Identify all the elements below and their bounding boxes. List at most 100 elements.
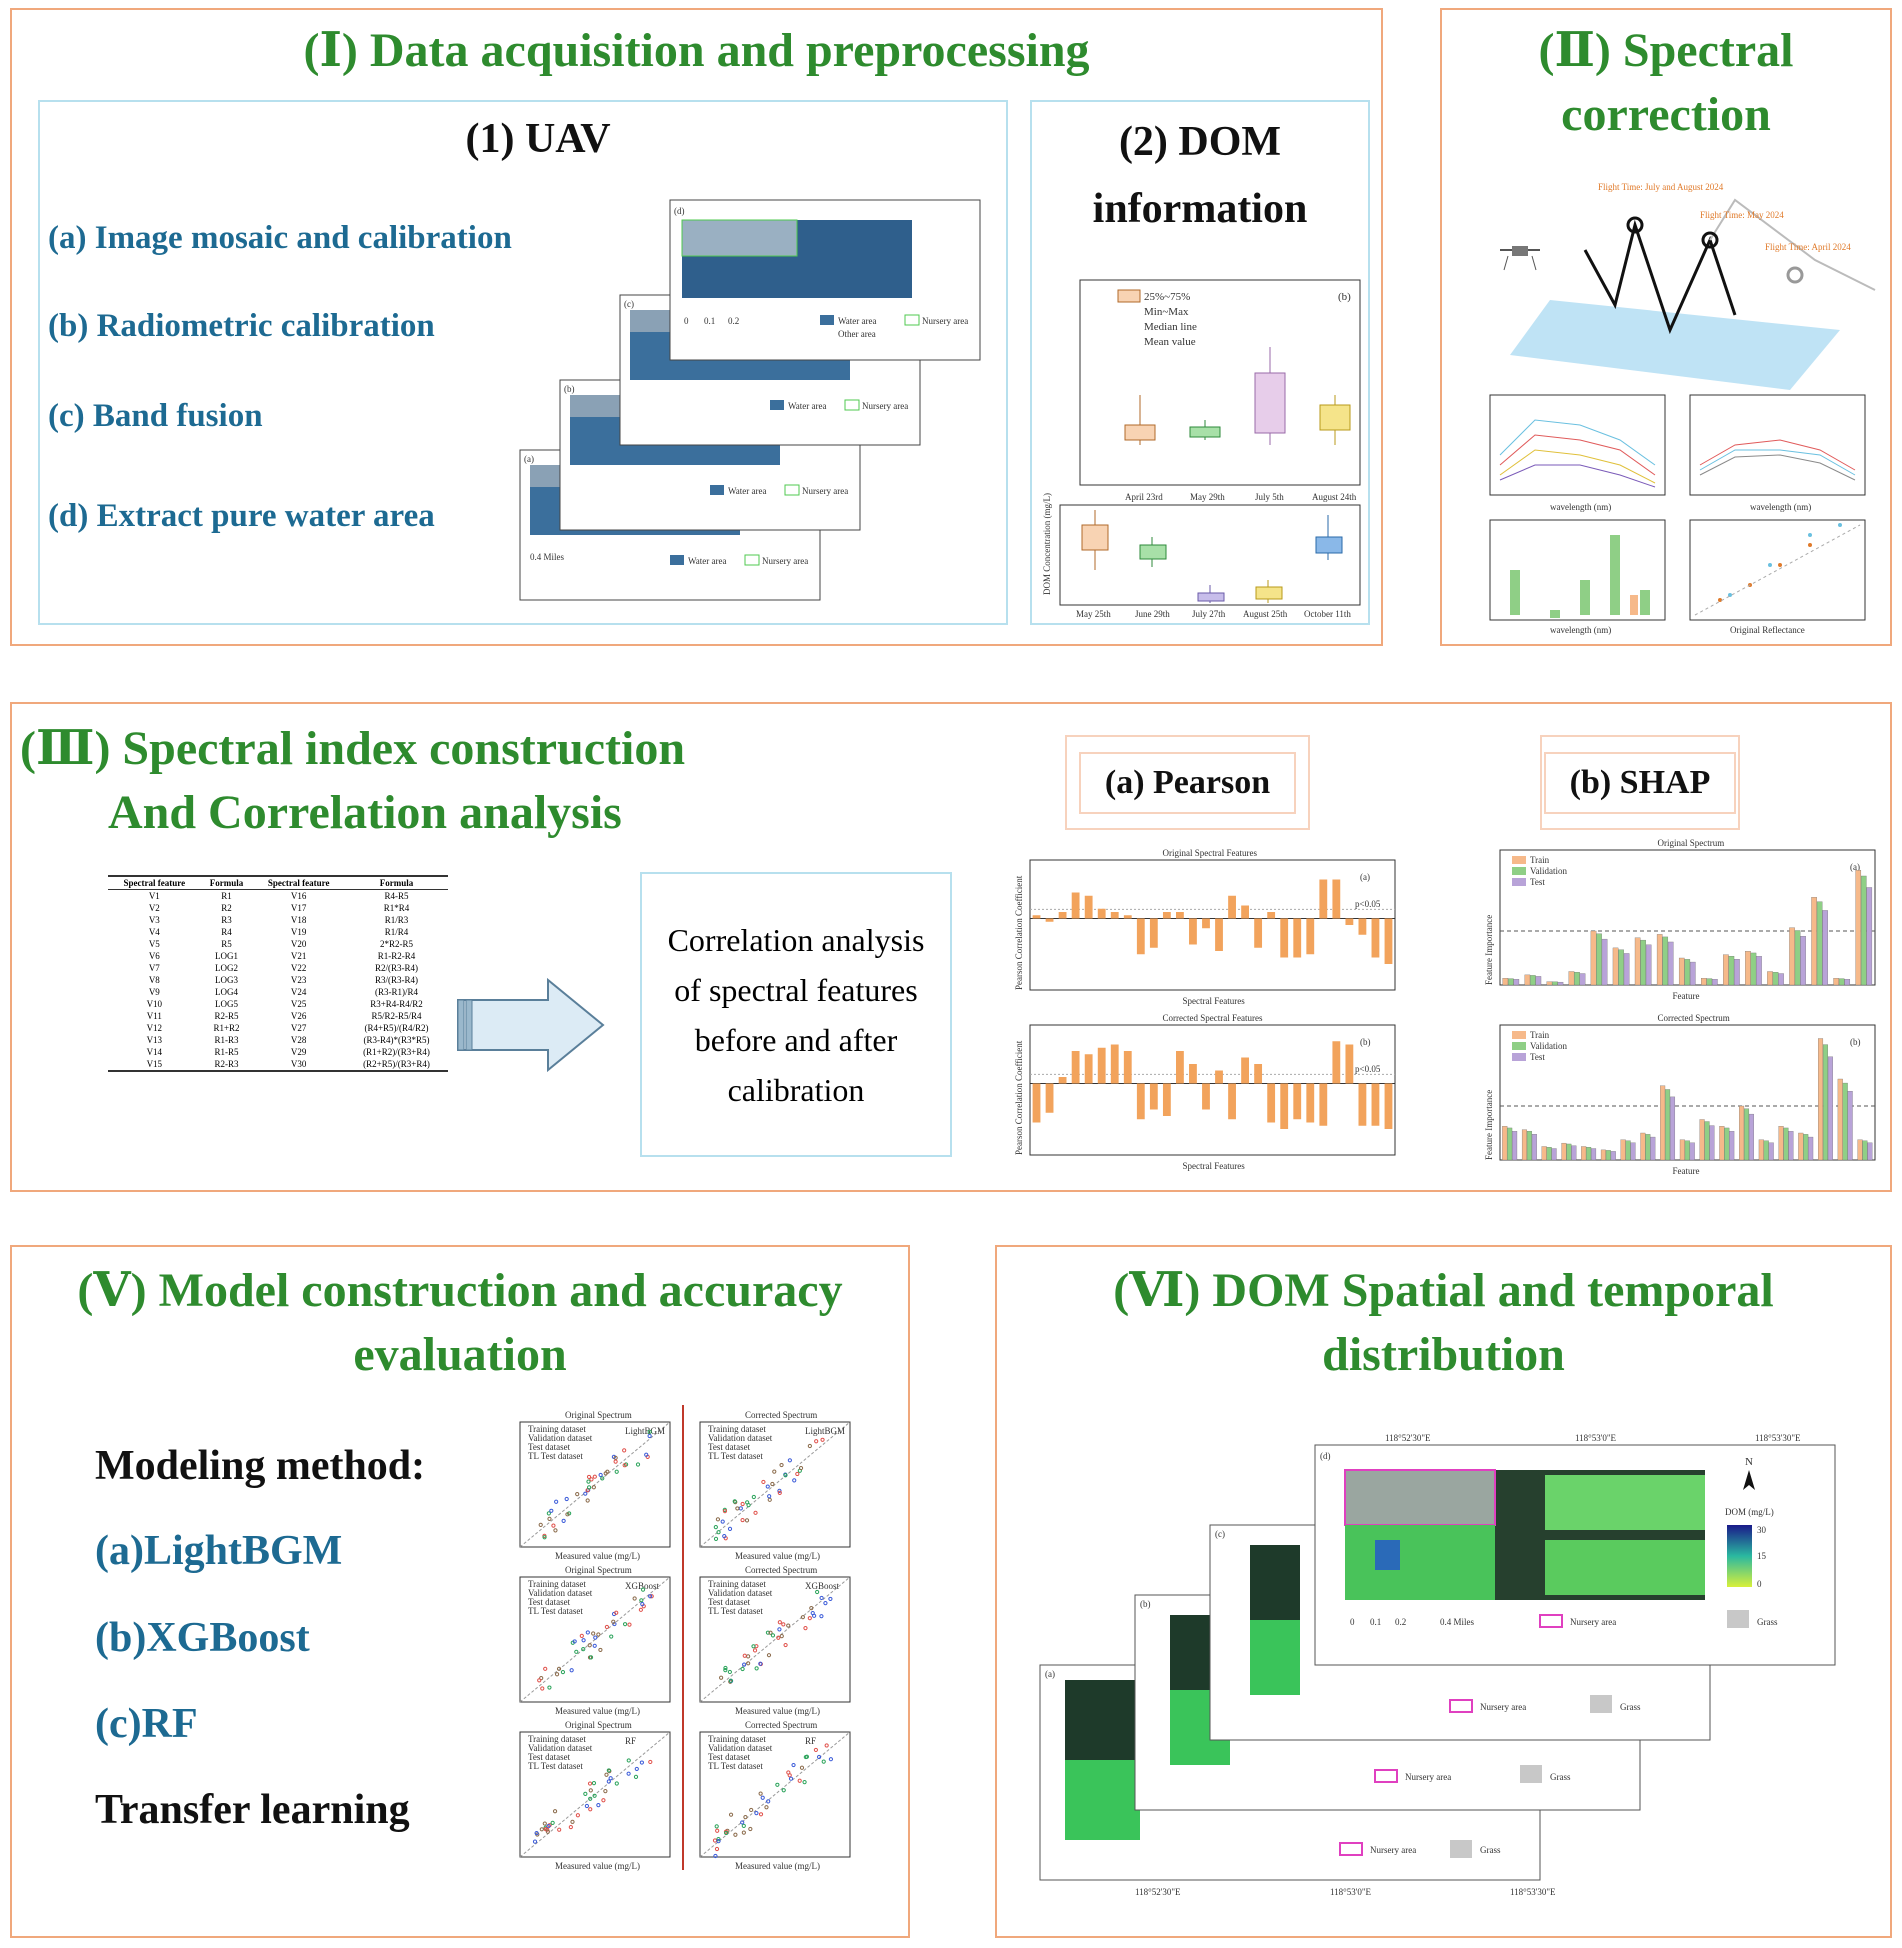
scatter-point [715, 1517, 721, 1522]
shap-bar [1729, 1131, 1735, 1161]
shap-bar [1546, 981, 1553, 986]
scatter-point [640, 1602, 645, 1607]
scatter-point [728, 1678, 733, 1683]
svg-text:0.2: 0.2 [728, 316, 739, 326]
scatter-model-tag: LightBGM [625, 1426, 665, 1436]
flight-diagram: Flight Time: July and August 2024 Flight… [1500, 182, 1876, 390]
shap-bar [1512, 1131, 1518, 1161]
dom-map-a-coord-2: 118°53'0"E [1330, 1887, 1372, 1897]
shap-bar [1605, 1150, 1611, 1161]
dom-legend-title: DOM (mg/L) [1725, 1507, 1774, 1517]
uav-map-d: Water area Other area Nursery area (d) 0… [669, 199, 981, 361]
scatter-point [622, 1448, 627, 1453]
shap-bar [1640, 1132, 1646, 1161]
scatter-point [585, 1498, 590, 1503]
table-cell: V5 [148, 939, 160, 949]
table-cell: R2-R5 [214, 1011, 239, 1021]
scatter-point [606, 1768, 611, 1773]
scatter-point [598, 1647, 603, 1653]
scatter-model-tag: XGBoost [805, 1581, 840, 1591]
pearson-bar [1097, 908, 1106, 919]
dom-top-date-3: July 5th [1255, 492, 1284, 502]
scatter-1to1 [519, 1421, 671, 1548]
shap-bar [1816, 901, 1823, 986]
panel6-title-2: distribution [1322, 1328, 1565, 1381]
legend-nursery-b: Nursery area [802, 486, 848, 496]
pearson-label: (a) Pearson [1078, 751, 1297, 814]
flight-label-july: Flight Time: July and August 2024 [1598, 182, 1724, 192]
shap-bar [1684, 959, 1691, 986]
scatter-legend-label: Training dataset [528, 1424, 586, 1434]
scatter-point [768, 1630, 773, 1635]
pearson-bar [1162, 1083, 1171, 1116]
dom-bottom-date-5: October 11th [1304, 609, 1351, 619]
scatter-point [720, 1519, 725, 1524]
shap-bar [1701, 978, 1707, 986]
scatter-point [740, 1517, 745, 1523]
scatter-point [614, 1781, 619, 1786]
shap-legend-label: Train [1530, 1030, 1550, 1040]
table-cell: LOG5 [215, 999, 238, 1009]
scatter-point [552, 1809, 558, 1814]
scatter-point [722, 1509, 728, 1514]
scatter-point [588, 1655, 594, 1660]
scatter-point [823, 1601, 828, 1606]
table-cell: R1/R3 [384, 915, 409, 925]
table-cell: (R4+R5)/(R4/R2) [364, 1023, 429, 1033]
scatter-point [592, 1793, 597, 1798]
method-rf: (c)RF [95, 1701, 198, 1747]
shap-legend-swatch [1512, 1053, 1526, 1061]
shap-bar [1581, 1146, 1587, 1161]
scatter-point [593, 1635, 598, 1640]
pearson-bar [1097, 1047, 1106, 1084]
scatter-point [776, 1635, 781, 1640]
shap-bar [1689, 1142, 1695, 1161]
scatter-legend-label: Training dataset [708, 1734, 766, 1744]
scatter-point [716, 1530, 721, 1535]
table-cell: 2*R2-R5 [379, 939, 413, 949]
dom-map-a-tag: (a) [1045, 1669, 1055, 1679]
scatter-point [604, 1772, 609, 1777]
method-xgboost: (b)XGBoost [95, 1615, 310, 1661]
table-header-formula-2: Formula [379, 878, 414, 888]
dom-bottom-date-1: May 25th [1076, 609, 1111, 619]
pearson-bar [1293, 1083, 1302, 1120]
shap-bar [1630, 1142, 1636, 1161]
scatter-point [753, 1510, 758, 1515]
table-cell: V23 [290, 975, 307, 985]
pearson-bar [1149, 918, 1158, 948]
scatter-point [547, 1516, 552, 1521]
shap-bar [1640, 939, 1646, 986]
pearson-bar [1280, 918, 1289, 958]
dom-map-d-coord-3: 118°53'30"E [1755, 1433, 1801, 1443]
shap-bar [1844, 979, 1851, 986]
panel2-title-2: correction [1561, 88, 1771, 141]
scatter-point [537, 1678, 542, 1683]
shap-bar [1838, 978, 1845, 986]
shap-bar [1728, 955, 1735, 986]
shap-bar [1723, 954, 1729, 986]
scatter-point [649, 1594, 654, 1599]
scatter-point [795, 1471, 800, 1477]
scatter-point [779, 1634, 784, 1639]
shap-bar [1855, 870, 1862, 986]
pearson-bar [1136, 918, 1145, 955]
pearson-bar [1202, 918, 1210, 929]
dom-map-b-grass: Grass [1550, 1772, 1571, 1782]
dom-map-a-coord-1: 118°52'30"E [1135, 1887, 1181, 1897]
scatter-1to1 [699, 1731, 851, 1858]
scatter-point [821, 1759, 826, 1764]
scatter-point [542, 1821, 547, 1826]
scatter-point [752, 1648, 758, 1653]
pearson-bar [1123, 915, 1132, 919]
shap-bar [1800, 936, 1806, 986]
scatter-point [588, 1807, 593, 1812]
scatter-legend-label: Test dataset [528, 1752, 571, 1762]
pearson-bar [1228, 1083, 1236, 1120]
scatter-point [798, 1465, 804, 1471]
pearson-bar [1215, 1070, 1223, 1084]
legend-water-d: Water area [838, 316, 877, 326]
